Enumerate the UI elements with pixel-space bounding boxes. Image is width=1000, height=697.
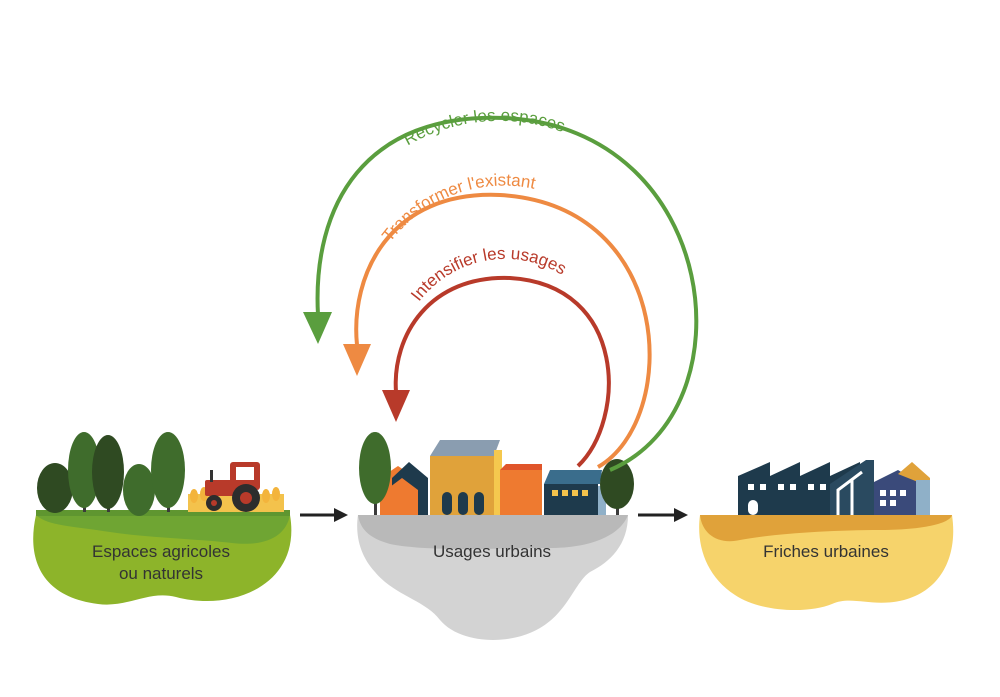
agricultural-label-line1: Espaces agricoles <box>92 542 230 561</box>
agricultural-grass-strip <box>36 510 290 516</box>
city-buildings <box>380 440 606 515</box>
factory <box>738 460 930 515</box>
tractor <box>205 462 260 512</box>
flow-arrow-agricultural-to-urban <box>300 508 348 522</box>
urban-island: Usages urbains <box>357 432 634 640</box>
wasteland-label: Friches urbaines <box>763 542 889 561</box>
loop-intensifier-arrowhead <box>382 390 410 422</box>
agricultural-label-line2: ou naturels <box>119 564 203 583</box>
flow-arrow-urban-to-wasteland <box>638 508 688 522</box>
loop-transformer-arc <box>354 192 652 469</box>
loop-intensifier-label: Intensifier les usages <box>407 244 570 305</box>
wasteland-ground <box>699 515 954 611</box>
loop-transformer-label: Transformer l'existant <box>378 171 537 245</box>
loop-transformer-arrowhead <box>343 344 371 376</box>
agricultural-ground-shade <box>36 515 290 544</box>
forest-trees <box>37 432 185 516</box>
urban-trees <box>359 432 634 515</box>
loop-intensifier-arc <box>393 275 611 468</box>
loop-recycler-label: Recycler les espaces <box>400 106 567 149</box>
loop-intensifier: Intensifier les usages <box>382 244 611 468</box>
wasteland-ground-shade <box>700 515 952 542</box>
loop-recycler-arrowhead <box>303 312 332 344</box>
wasteland-island: Friches urbaines <box>699 460 954 611</box>
urban-ground-shade <box>358 515 628 549</box>
agricultural-island: Espaces agricoles ou naturels <box>33 432 292 605</box>
loop-recycler-arc <box>315 115 699 472</box>
urban-label: Usages urbains <box>433 542 551 561</box>
